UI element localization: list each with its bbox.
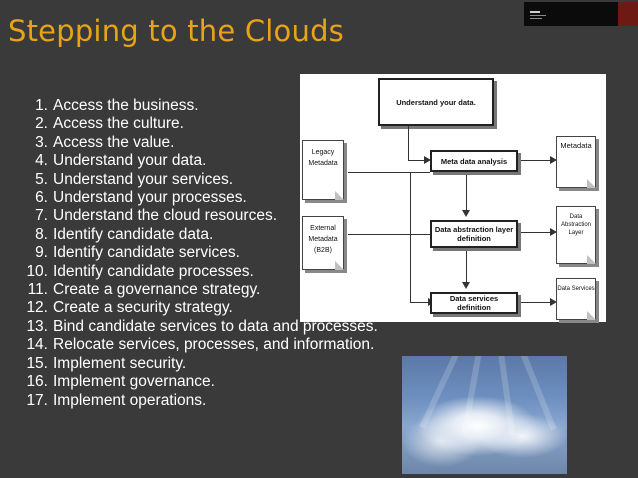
list-item: 6.Understand your processes. [35, 189, 247, 207]
data-services-doc: Data Services [556, 278, 596, 320]
list-item: 10.Identify candidate processes. [26, 262, 254, 280]
list-item: 16.Implement governance. [26, 373, 215, 391]
meta-analysis-box: Meta data analysis [430, 150, 518, 172]
metadata-doc: Metadata [556, 136, 596, 188]
list-item: 15.Implement security. [26, 354, 187, 372]
list-item: 3.Access the value. [35, 133, 175, 151]
list-item: 8.Identify candidate data. [35, 225, 214, 243]
list-item: 4.Understand your data. [35, 152, 207, 170]
understand-data-box: Understand your data. [378, 78, 494, 126]
legacy-metadata-doc: Legacy Metadata [302, 140, 344, 200]
list-item: 14.Relocate services, processes, and inf… [26, 336, 375, 354]
slide-thumbnail [524, 2, 638, 26]
list-item: 7.Understand the cloud resources. [35, 207, 278, 225]
services-definition-box: Data services definition [430, 292, 518, 314]
list-item: 11.Create a governance strategy. [27, 281, 261, 299]
list-item: 17.Implement operations. [26, 391, 207, 409]
cloud-photo [402, 356, 567, 474]
slide-title: Stepping to the Clouds [8, 14, 344, 48]
abstraction-definition-box: Data abstraction layer definition [430, 220, 518, 248]
list-item: 9.Identify candidate services. [35, 244, 240, 262]
list-item: 13.Bind candidate services to data and p… [26, 317, 378, 335]
list-item: 5.Understand your services. [35, 170, 234, 188]
list-item: 12.Create a security strategy. [26, 299, 233, 317]
list-item: 1.Access the business. [35, 97, 199, 114]
external-metadata-doc: External Metadata (B2B) [302, 216, 344, 270]
data-flow-diagram: Understand your data. Meta data analysis… [300, 74, 606, 322]
list-item: 2.Access the culture. [35, 115, 184, 133]
abstraction-layer-doc: Data Abstraction Layer [556, 206, 596, 264]
steps-list: 1.Access the business. 2.Access the cult… [24, 97, 378, 410]
